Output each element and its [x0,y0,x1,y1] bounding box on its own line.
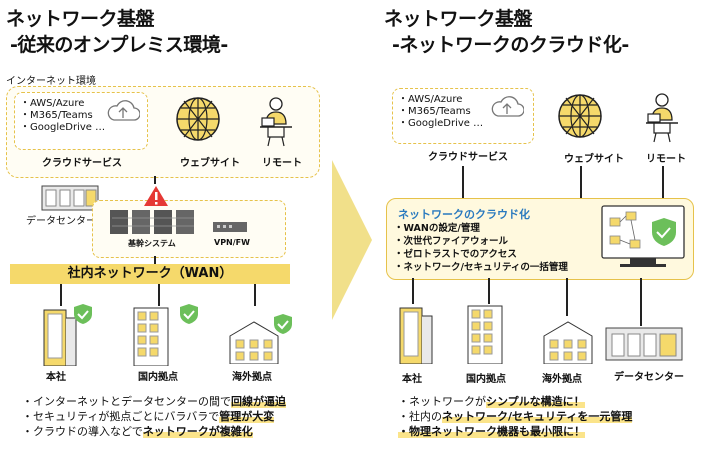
left-bullets: ・インターネットとデータセンターの間で回線が逼迫 ・セキュリティが拠点ごとにバラ… [22,394,286,439]
website-label: ウェブサイト [180,158,240,169]
remote-label: リモート [646,154,686,165]
globe-icon [176,97,220,141]
bullet-item: ・インターネットとデータセンターの間で回線が逼迫 [22,395,286,408]
network-cloud-items: ・WANの設定/管理 ・次世代ファイアウォール ・ゼロトラストでのアクセス ・ネ… [394,222,568,274]
connector-line [662,166,664,198]
cloud-service-item: ・AWS/Azure [20,98,85,109]
connector-line [462,166,464,198]
wan-bar: 社内ネットワーク（WAN） [10,264,290,284]
headquarters-building-icon [399,307,433,364]
shield-check-icon [180,304,198,324]
right-bullets: ・ネットワークがシンプルな構造に！ ・社内のネットワーク/セキュリティを一元管理… [398,394,633,439]
headquarters-building-icon [43,309,77,366]
right-title-line1: ネットワーク基盤 [384,8,533,30]
shield-check-icon [74,304,92,324]
cloud-service-item: ・GoogleDrive … [398,118,484,129]
datacenter-icon [41,185,99,211]
network-cloud-title: ネットワークのクラウド化 [398,208,530,221]
cloud-service-item: ・GoogleDrive … [20,122,106,133]
datacenter-label: データセンター [614,372,684,383]
shield-check-icon [274,314,292,334]
bullet-item: ・セキュリティが拠点ごとにバラバラで管理が大変 [22,410,275,423]
network-cloud-item: ・ゼロトラストでのアクセス [394,249,517,260]
domestic-label: 国内拠点 [138,372,178,383]
bullet-item: ・物理ネットワーク機器も最小限に！ [398,425,585,438]
connector-line [158,284,160,306]
hq-label: 本社 [46,372,66,383]
datacenter-icon [605,327,683,361]
left-title-line2: -従来のオンプレミス環境- [10,34,228,56]
domestic-office-building-icon [133,307,169,366]
connector-line [254,284,256,306]
connector-line [412,278,414,304]
overseas-office-building-icon [543,321,593,364]
overseas-office-building-icon [229,321,279,364]
remote-worker-icon [646,93,678,143]
domestic-office-building-icon [467,305,503,364]
warning-icon [144,186,168,206]
network-cloud-item: ・ネットワーク/セキュリティの一括管理 [394,262,568,273]
bullet-item: ・クラウドの導入などでネットワークが複雑化 [22,425,253,438]
overseas-label: 海外拠点 [542,374,582,385]
remote-worker-icon [260,97,292,147]
globe-icon [558,94,602,138]
bullet-item: ・社内のネットワーク/セキュリティを一元管理 [398,410,633,423]
website-label: ウェブサイト [564,154,624,165]
internet-env-label: インターネット環境 [6,76,96,87]
vpn-fw-label: VPN/FW [214,238,250,247]
cloud-services-list: ・AWS/Azure ・M365/Teams ・GoogleDrive … [20,98,105,134]
connector-line [488,278,490,304]
hq-label: 本社 [402,374,422,385]
cloud-upload-icon [107,100,140,121]
transition-arrow-icon [332,160,372,320]
domestic-label: 国内拠点 [466,374,506,385]
remote-label: リモート [262,158,302,169]
datacenter-label: データセンター [26,216,96,227]
core-system-label: 基幹システム [128,239,176,248]
overseas-label: 海外拠点 [232,372,272,383]
connector-line [154,256,156,266]
connector-line [60,284,62,306]
bullet-item: ・ネットワークがシンプルな構造に！ [398,395,585,408]
vpn-firewall-icon [213,222,247,232]
connector-line [580,166,582,198]
cloud-services-list: ・AWS/Azure ・M365/Teams ・GoogleDrive … [398,94,483,130]
connector-line [154,176,156,184]
cloud-service-item: ・AWS/Azure [398,94,463,105]
cloud-service-item: ・M365/Teams [20,110,93,121]
cloud-service-item: ・M365/Teams [398,106,471,117]
connector-line [566,278,568,316]
cloud-services-label: クラウドサービス [428,152,508,163]
cloud-services-label: クラウドサービス [42,158,122,169]
connector-line [640,278,642,326]
server-rack-icon [110,210,194,234]
dashboard-monitor-icon [601,205,685,267]
cloud-upload-icon [491,96,524,117]
network-cloud-item: ・WANの設定/管理 [394,223,480,234]
right-title-line2: -ネットワークのクラウド化- [392,34,629,56]
left-title-line1: ネットワーク基盤 [6,8,155,30]
network-cloud-item: ・次世代ファイアウォール [394,236,509,247]
